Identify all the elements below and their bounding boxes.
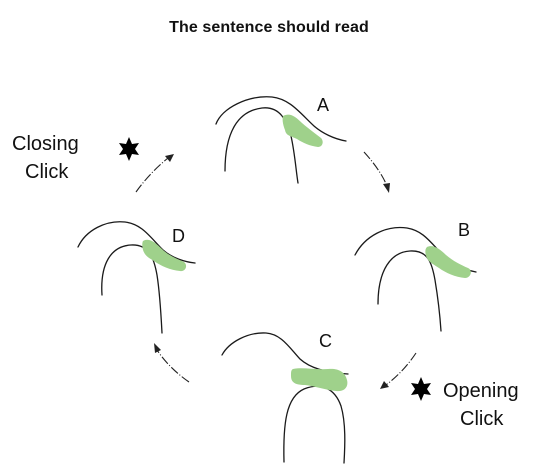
closing-click-line1: Closing	[12, 133, 79, 155]
arrow-a-to-b-icon	[363, 151, 390, 193]
arrow-d-to-a-icon	[135, 154, 174, 193]
stage-c-lower-outline	[283, 385, 346, 464]
stage-c: C	[221, 331, 349, 464]
opening-click-line1: Opening	[443, 380, 519, 402]
stage-a-upper-outline	[215, 96, 347, 142]
stage-d-label: D	[172, 226, 185, 246]
stage-a-highlight	[282, 114, 323, 147]
stage-c-highlight	[291, 368, 348, 392]
stage-d-upper-outline	[77, 221, 196, 264]
closing-click-star-icon	[119, 137, 139, 161]
opening-click-star-icon	[411, 377, 431, 401]
arrow-b-to-c-icon	[380, 352, 417, 389]
opening-click-annotation: Opening Click	[411, 377, 519, 430]
closing-click-annotation: Closing Click	[12, 133, 139, 183]
stage-b: B	[354, 220, 477, 332]
stage-b-highlight	[425, 246, 471, 278]
stage-a-lower-outline	[224, 107, 299, 184]
stage-b-label: B	[458, 220, 470, 240]
stage-a-label: A	[317, 95, 329, 115]
opening-click-line2: Click	[460, 408, 504, 430]
closing-click-line2: Click	[25, 161, 69, 183]
arrow-c-to-d-icon	[154, 343, 190, 383]
stage-a: A	[215, 95, 347, 184]
stage-c-label: C	[319, 331, 332, 351]
stage-d-highlight	[142, 239, 187, 272]
stage-d: D	[77, 221, 196, 334]
page-title: The sentence should read	[169, 19, 369, 36]
